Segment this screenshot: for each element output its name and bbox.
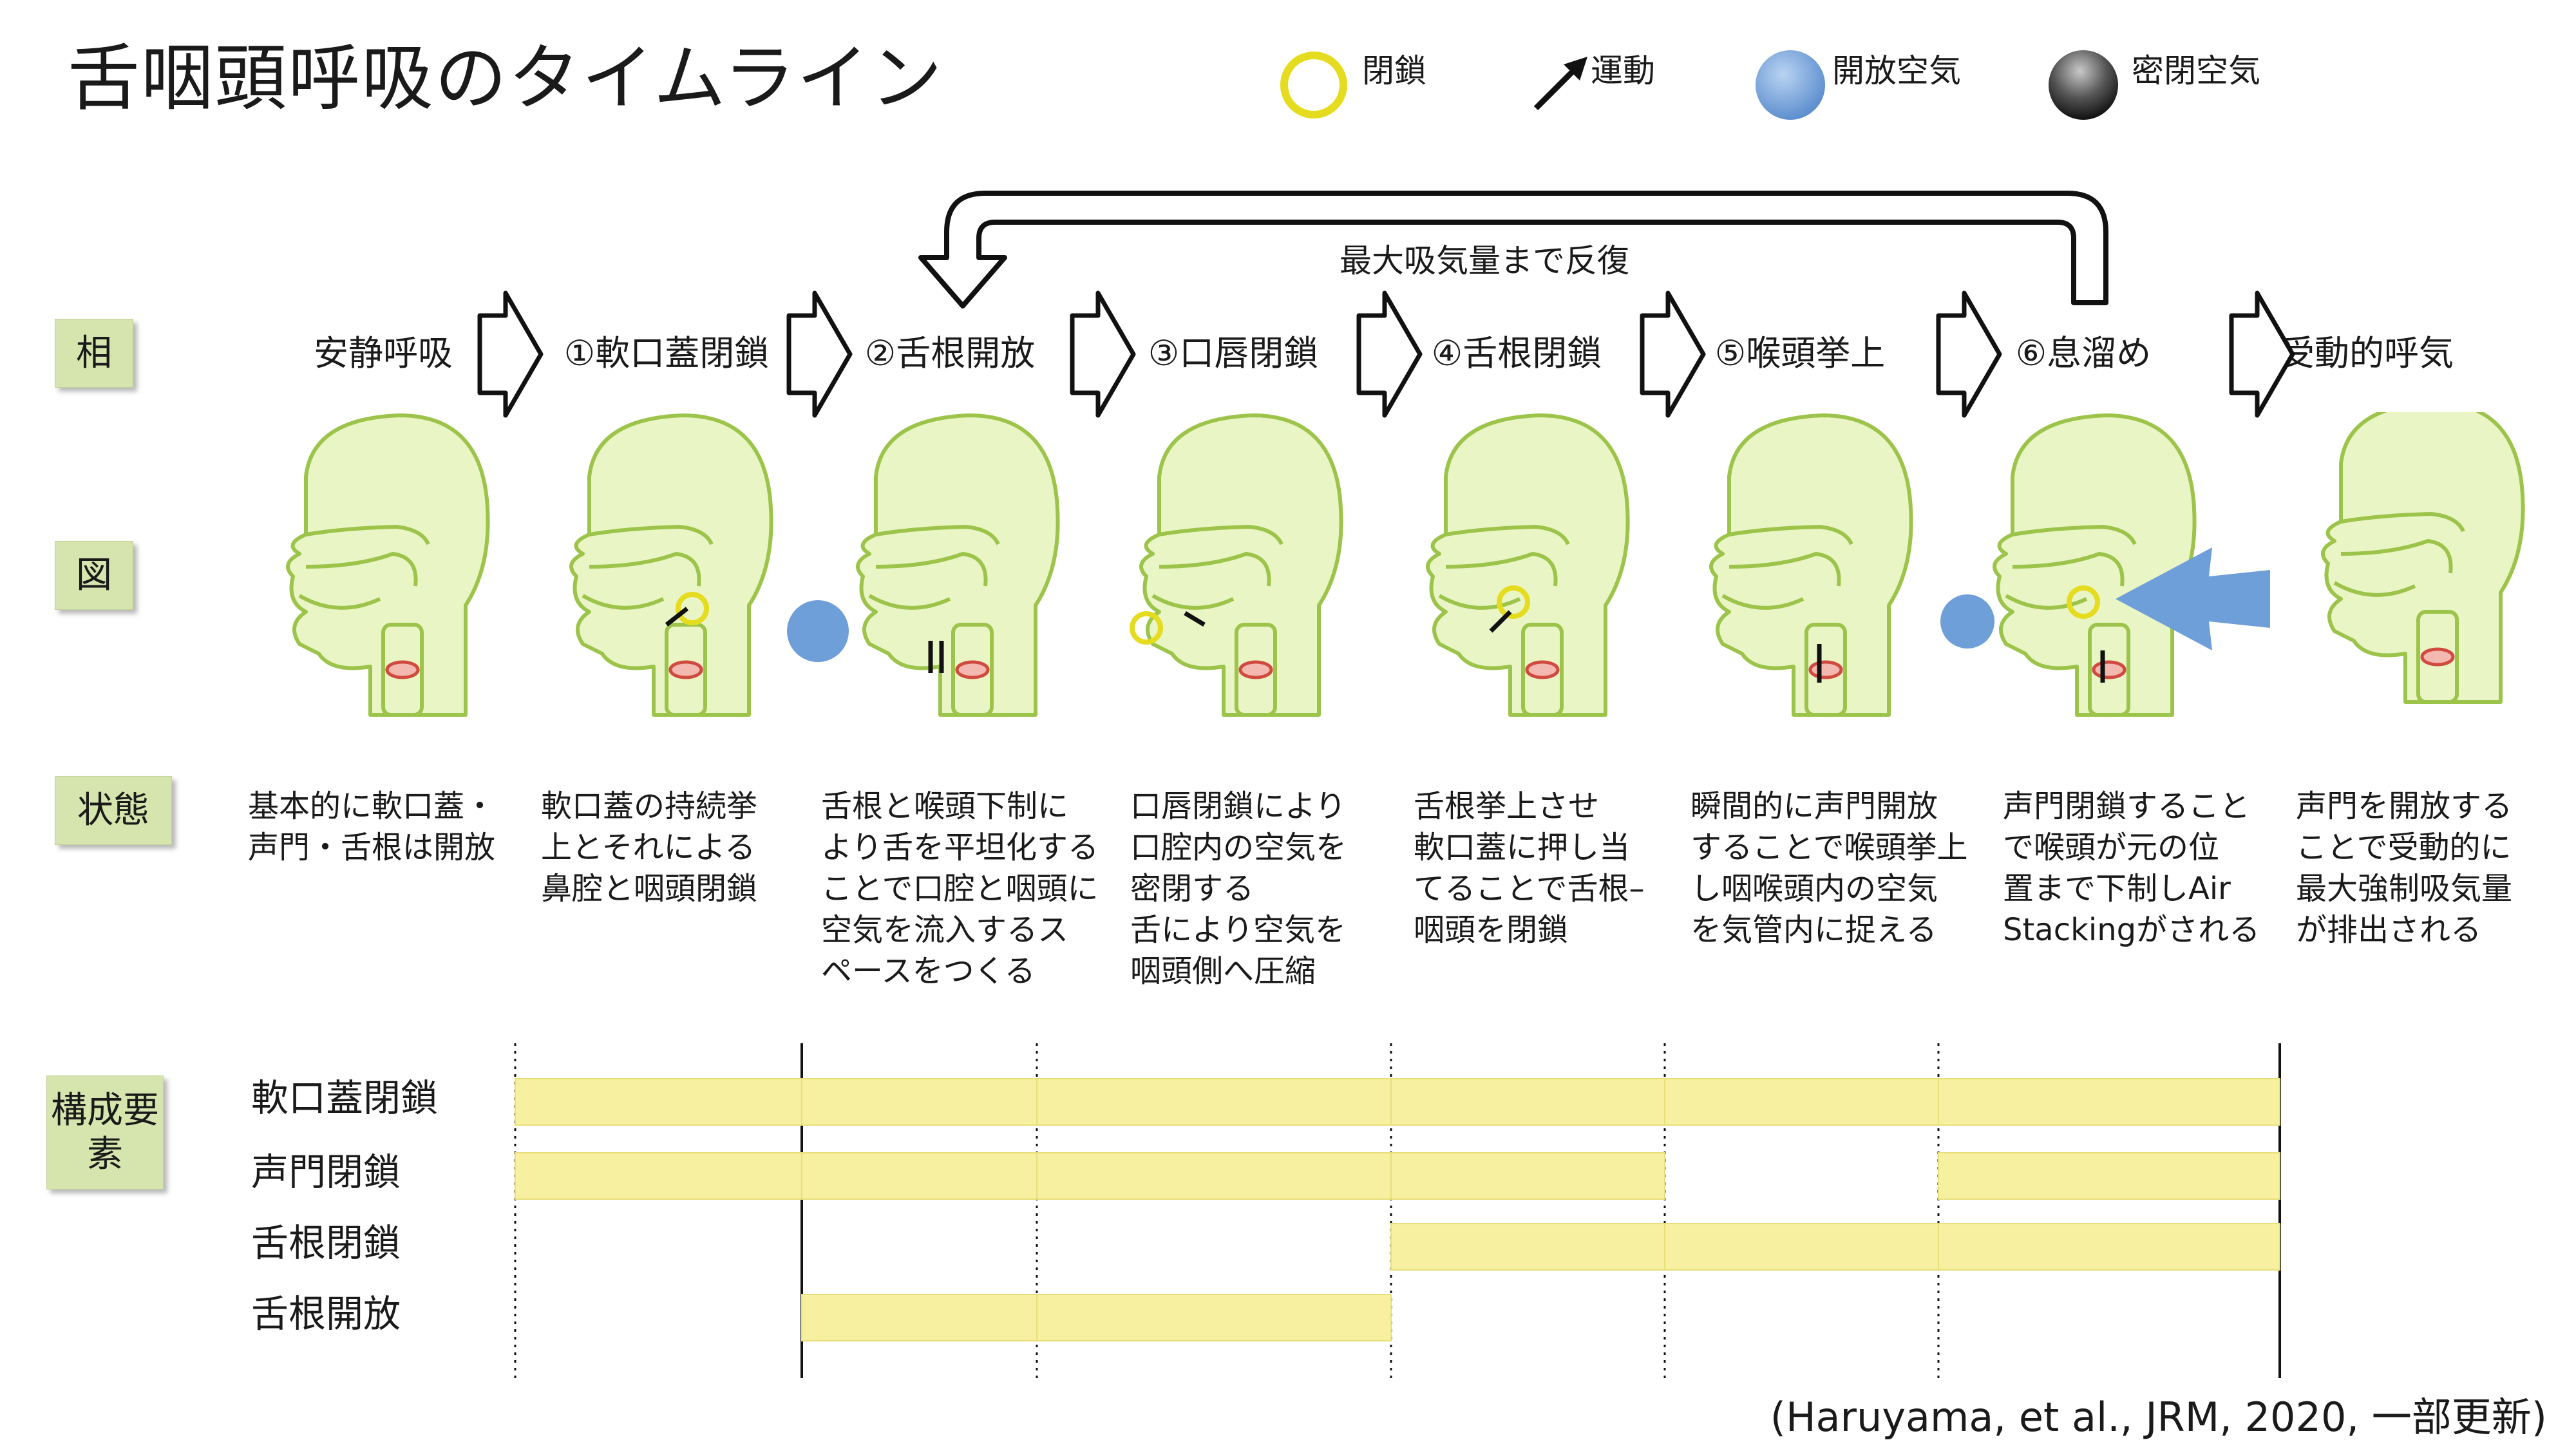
head-figures <box>0 412 2576 747</box>
component-bar <box>1938 1078 2280 1126</box>
phase-arrow <box>1359 293 1420 415</box>
phase-arrow <box>1938 293 2000 415</box>
yellow-ring-icon <box>1280 52 1347 118</box>
phase-label: ①軟口蓋閉鎖 <box>564 333 770 374</box>
component-timeline <box>514 1043 2281 1378</box>
legend-label-motion: 運動 <box>1591 52 1655 90</box>
component-bar <box>1390 1152 1665 1200</box>
component-bar <box>1036 1152 1392 1200</box>
component-bar <box>801 1078 1037 1126</box>
component-bar <box>801 1294 1037 1341</box>
phase-label: ⑥息溜め <box>2015 333 2152 374</box>
description-rest: 基本的に軟口蓋・声門・舌根は開放 <box>248 788 496 866</box>
component-bar <box>1938 1152 2280 1200</box>
page-title: 舌咽頭呼吸のタイムライン <box>68 37 944 120</box>
head-figure-rest <box>288 415 488 715</box>
legend-label-closure: 閉鎖 <box>1362 52 1426 90</box>
description-phase-1: 軟口蓋の持続挙上とそれによる鼻腔と咽頭閉鎖 <box>541 788 758 907</box>
component-bar <box>1938 1223 2280 1271</box>
component-bar <box>801 1152 1037 1200</box>
component-bar <box>515 1078 802 1126</box>
phase-label: ③口唇閉鎖 <box>1148 333 1319 374</box>
component-bar <box>515 1152 802 1200</box>
exhale-arrow <box>2116 547 2270 650</box>
phase-arrow <box>1072 293 1133 415</box>
closure-ring <box>1497 585 1530 619</box>
closure-ring <box>1130 611 1163 645</box>
phase-arrow <box>480 293 541 415</box>
phase-arrow <box>1642 293 1703 415</box>
phase-arrows <box>0 290 2576 419</box>
description-exhale: 声門を開放することで受動的に最大強制吸気量が排出される <box>2296 788 2513 948</box>
phase-label: 受動的呼気 <box>2280 333 2454 374</box>
arrow-icon <box>1533 57 1587 111</box>
motion-arrow <box>665 607 689 627</box>
open-air-sphere <box>1940 594 1994 649</box>
component-label: 軟口蓋閉鎖 <box>251 1076 439 1120</box>
head-figure-exhale <box>2116 412 2523 702</box>
head-figure-1 <box>571 415 772 715</box>
component-label: 舌根開放 <box>251 1292 401 1336</box>
closure-ring <box>676 592 709 625</box>
description-phase-2: 舌根と喉頭下制により舌を平坦化することで口腔と咽頭に空気を流入するスペースをつく… <box>821 788 1099 989</box>
phase-label: ②舌根開放 <box>864 333 1036 374</box>
description-phase-3: 口唇閉鎖により口腔内の空気を密閉する舌により空気を咽頭側へ圧縮 <box>1130 788 1347 989</box>
dark-sphere-icon <box>2049 50 2118 120</box>
component-bar <box>1390 1223 1665 1271</box>
description-phase-5: 瞬間的に声門開放することで喉頭挙上し咽喉頭内の空気を気管内に捉える <box>1690 788 1968 948</box>
phase-label: ⑤喉頭挙上 <box>1714 333 1886 374</box>
component-bar <box>1664 1223 1939 1271</box>
repeat-label: 最大吸気量まで反復 <box>1340 242 1629 279</box>
head-figure-3 <box>1130 415 1341 715</box>
head-figure-2 <box>787 415 1058 715</box>
component-bar <box>1036 1078 1392 1126</box>
phase-arrow <box>2231 293 2293 415</box>
description-phase-4: 舌根挙上させ軟口蓋に押し当てることで舌根–咽頭を閉鎖 <box>1414 788 1645 948</box>
row-label-state: 状態 <box>55 776 172 845</box>
component-bar <box>1664 1078 1939 1126</box>
repeat-loop-arrow <box>918 191 2108 308</box>
legend-label-open-air: 開放空気 <box>1832 52 1961 90</box>
row-label-components: 構成要素 <box>46 1075 164 1189</box>
phase-label: 安静呼吸 <box>314 333 453 374</box>
row-label-figure: 図 <box>55 541 133 610</box>
head-figure-4 <box>1428 415 1628 715</box>
closure-ring <box>2067 585 2100 619</box>
component-bar <box>1390 1078 1665 1126</box>
open-air-sphere <box>787 600 849 662</box>
component-bar <box>1036 1294 1392 1341</box>
blue-sphere-icon <box>1756 50 1825 120</box>
legend-label-sealed-air: 密閉空気 <box>2132 52 2260 90</box>
component-label: 声門閉鎖 <box>251 1150 401 1194</box>
component-label: 舌根閉鎖 <box>251 1221 401 1265</box>
head-figure-5 <box>1711 415 1911 715</box>
phase-arrow <box>789 293 850 415</box>
row-label-phase: 相 <box>55 319 133 388</box>
head-figure-6 <box>1940 415 2195 715</box>
citation: (Haruyama, et al., JRM, 2020, 一部更新) <box>1770 1394 2547 1441</box>
phase-label: ④舌根閉鎖 <box>1431 333 1602 374</box>
